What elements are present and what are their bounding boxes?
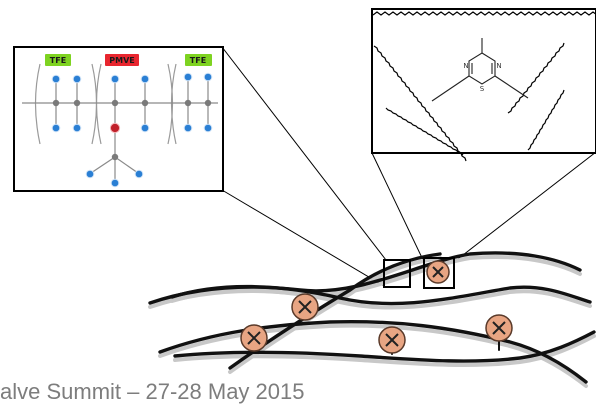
- carbon-atoms: [52, 99, 212, 161]
- crosslink-site: [378, 326, 406, 354]
- fluorine-atom: [134, 169, 144, 179]
- crosslink-site: [291, 293, 319, 321]
- zoom-box-monomers: [383, 259, 411, 288]
- zigzag-chain-lower-left: [385, 107, 464, 156]
- fluorine-atom: [140, 123, 150, 133]
- pmve-label-text: PMVE: [109, 56, 134, 65]
- fluorine-atom: [203, 123, 213, 133]
- slide-footer: alve Summit – 27-28 May 2015: [0, 379, 305, 404]
- fluorine-atom: [110, 74, 120, 84]
- fluorine-atom: [85, 169, 95, 179]
- fluorine-atoms: [51, 72, 213, 188]
- pmve-label: PMVE: [105, 54, 139, 66]
- ring-atom-n-left: N: [463, 62, 468, 70]
- crosslink-site: [485, 314, 513, 342]
- zigzag-chain-lower-right: [527, 89, 565, 151]
- zoom-panel-crosslink: N N S: [371, 8, 596, 162]
- tfe-label-right: TFE: [185, 54, 212, 66]
- ring-atom-n-right: N: [496, 62, 501, 70]
- tfe-label-left: TFE: [45, 54, 71, 66]
- zoom-panel-monomers: TFE PMVE TFE: [13, 46, 224, 192]
- zoom-source-boxes: [383, 257, 455, 289]
- fluorine-atom: [183, 72, 193, 82]
- zigzag-chain-right: [507, 42, 565, 114]
- fluorine-atom: [51, 123, 61, 133]
- zigzag-chain-top: [372, 11, 596, 16]
- carbon-atom: [52, 99, 60, 107]
- fluorine-atom: [140, 74, 150, 84]
- crosslink-sites: [240, 260, 513, 354]
- crosslink-site: [426, 260, 450, 284]
- carbon-atom: [111, 153, 119, 161]
- tfe-label-left-text: TFE: [50, 56, 66, 65]
- pmve-label-bg: [105, 54, 139, 66]
- chain-2: [170, 284, 592, 306]
- ring-atom-s: S: [480, 85, 485, 93]
- carbon-atom: [111, 99, 119, 107]
- chain-1: [148, 251, 582, 305]
- fluorine-atom: [203, 72, 213, 82]
- tfe-label-right-text: TFE: [190, 56, 206, 65]
- zigzag-chain-left: [373, 45, 467, 162]
- fluorine-atom: [72, 74, 82, 84]
- oxygen-atom: [109, 122, 121, 134]
- fluorine-atom: [183, 123, 193, 133]
- tfe-label-left-bg: [45, 54, 71, 66]
- zoom-connector-lines: [221, 46, 596, 287]
- carbon-atom: [184, 99, 192, 107]
- carbon-atom: [204, 99, 212, 107]
- fluorine-atom: [110, 178, 120, 188]
- tfe-label-right-bg: [185, 54, 212, 66]
- heterocycle-ring: [431, 38, 529, 102]
- fluorine-atom: [72, 123, 82, 133]
- carbon-atom: [141, 99, 149, 107]
- zoom-box-crosslink: [423, 257, 455, 289]
- crosslink-site: [240, 324, 268, 352]
- carbon-atom: [73, 99, 81, 107]
- polymer-chains: [148, 251, 596, 388]
- fluorine-atom: [51, 74, 61, 84]
